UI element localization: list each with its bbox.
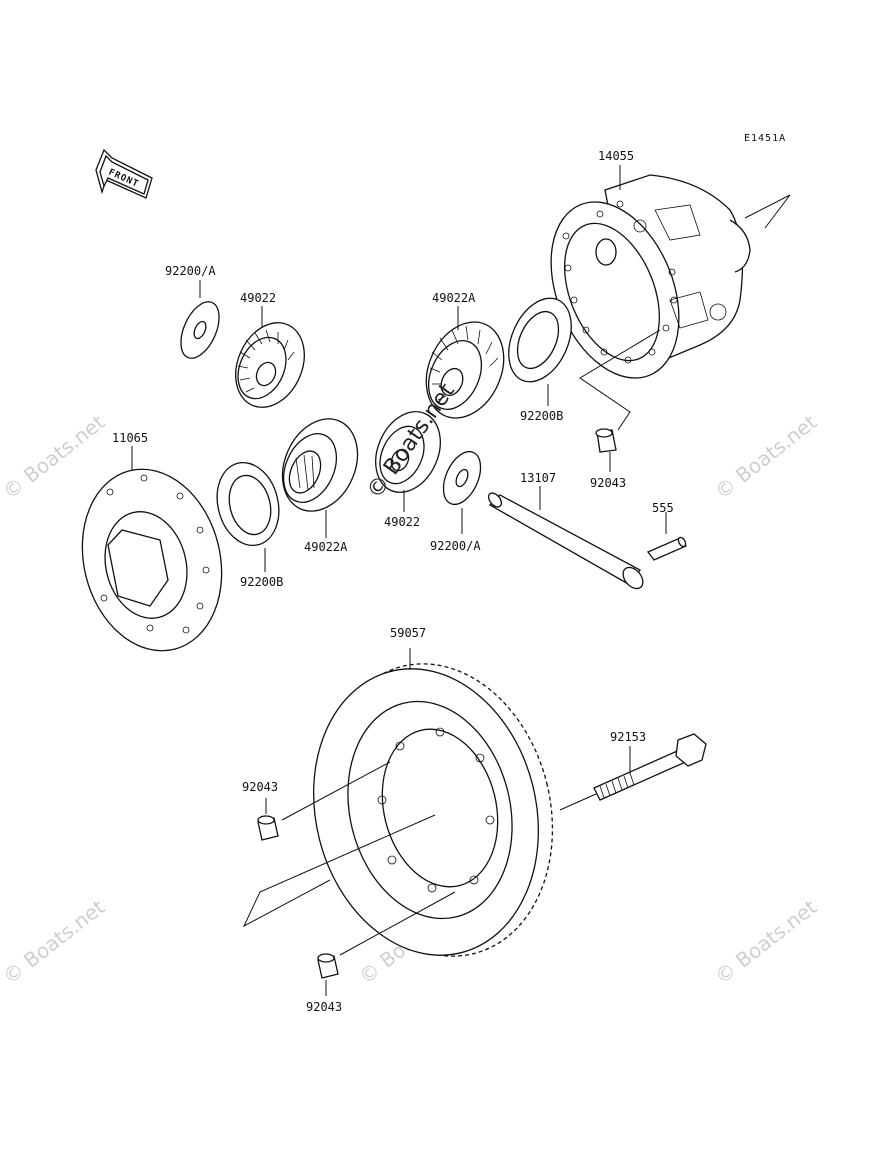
washer-92200a-mid bbox=[442, 450, 482, 534]
pinion-gear-49022-mid bbox=[375, 411, 441, 512]
flange-11065 bbox=[81, 446, 223, 652]
label-59057: 59057 bbox=[390, 626, 426, 640]
pin-555 bbox=[646, 512, 688, 561]
label-92043-left: 92043 bbox=[242, 780, 278, 794]
pin-92043-bottom bbox=[317, 891, 456, 996]
shaft-13107 bbox=[487, 486, 644, 590]
washer-92200a-top bbox=[180, 280, 220, 359]
part-labels: 14055 92200/A 49022 49022A 92200B 11065 … bbox=[112, 149, 674, 1014]
label-92043-bottom: 92043 bbox=[306, 1000, 342, 1014]
label-49022a-top: 49022A bbox=[432, 291, 476, 305]
side-gear-49022a-mid bbox=[281, 418, 359, 538]
label-92043-top: 92043 bbox=[590, 476, 626, 490]
pinion-gear-49022-top bbox=[235, 306, 305, 408]
label-49022a-mid: 49022A bbox=[304, 540, 348, 554]
ring-gear-59057 bbox=[242, 648, 554, 957]
label-49022-top: 49022 bbox=[240, 291, 276, 305]
label-49022-mid: 49022 bbox=[384, 515, 420, 529]
label-92200a-top: 92200/A bbox=[165, 264, 216, 278]
bolt-92153 bbox=[559, 733, 707, 811]
watermark-2: © Boats.net bbox=[710, 410, 821, 504]
differential-case bbox=[550, 165, 791, 431]
watermark-3: © Boats.net bbox=[0, 895, 109, 989]
shim-92200b-left bbox=[216, 461, 280, 572]
label-92200a-mid: 92200/A bbox=[430, 539, 481, 553]
watermark-4: © Boats.net bbox=[710, 895, 821, 989]
label-92200b-left: 92200B bbox=[240, 575, 283, 589]
label-92200b-right: 92200B bbox=[520, 409, 563, 423]
pin-92043-left bbox=[257, 761, 391, 841]
front-arrow-icon: FRONT bbox=[95, 148, 153, 199]
label-14055: 14055 bbox=[598, 149, 634, 163]
label-555: 555 bbox=[652, 501, 674, 515]
diagram-code: E1451A bbox=[744, 133, 786, 144]
pin-92043-top bbox=[595, 428, 617, 472]
label-11065: 11065 bbox=[112, 431, 148, 445]
shim-92200b-right bbox=[508, 297, 572, 406]
label-13107: 13107 bbox=[520, 471, 556, 485]
side-gear-49022a-top bbox=[425, 306, 505, 419]
label-92153: 92153 bbox=[610, 730, 646, 744]
watermark-1: © Boats.net bbox=[0, 410, 109, 504]
